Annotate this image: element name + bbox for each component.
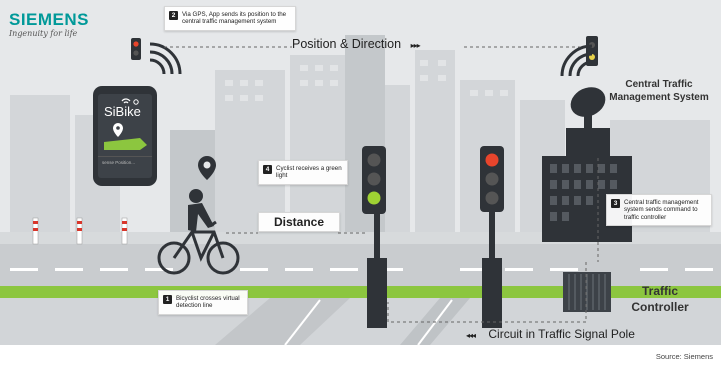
bike-lane <box>0 286 721 298</box>
traffic-controller-box <box>563 272 611 312</box>
central-system-label: Central Traffic Management System <box>609 79 709 103</box>
signal-tower-right <box>560 36 598 77</box>
phone-bottom-text: sense Position... <box>102 160 136 165</box>
brand-tagline: Ingenuity for life <box>9 29 78 38</box>
phone-app-name: SiBike <box>104 104 141 119</box>
distance-label: Distance <box>258 212 340 232</box>
central-building <box>542 87 632 242</box>
wifi-icon <box>121 98 131 102</box>
step-text: Via GPS, App sends its position to the c… <box>182 11 287 26</box>
bollards <box>32 217 128 245</box>
step-number: 2 <box>169 11 178 20</box>
signal-tower-left <box>131 38 182 75</box>
sidewalk <box>0 232 721 244</box>
circuit-label: ◂◂◂ Circuit in Traffic Signal Pole <box>466 327 635 341</box>
crossing-road <box>215 298 350 345</box>
location-pin-icon <box>113 123 123 137</box>
step-number: 4 <box>263 165 272 174</box>
step-text: Central traffic management system sends … <box>624 199 699 221</box>
signal-waves-icon <box>576 60 593 77</box>
step-text: Bicyclist crosses virtual detection line <box>176 295 240 310</box>
step-3-callout: 3 Central traffic management system send… <box>606 194 712 227</box>
dashed-connectors <box>164 46 599 323</box>
step-2-callout: 2 Via GPS, App sends its position to the… <box>164 6 296 31</box>
arrows-right-icon: ▸▸▸ <box>410 41 421 50</box>
building-windows <box>225 60 508 101</box>
signal-waves-icon <box>149 58 166 75</box>
source-credit: Source: Siemens <box>655 352 713 361</box>
step-4-callout: 4 Cyclist receives a green light <box>258 160 348 185</box>
arrows-left-icon: ◂◂◂ <box>466 331 476 340</box>
cyclist-figure <box>188 189 214 232</box>
bicycle-icon <box>157 220 240 275</box>
brand-logo: SIEMENS Ingenuity for life <box>9 11 89 39</box>
traffic-controller-label: Traffic Controller <box>631 284 689 314</box>
traffic-light-green <box>362 146 387 328</box>
traffic-light-red <box>480 146 504 328</box>
step-number: 3 <box>611 199 620 208</box>
lane-markings <box>10 268 713 271</box>
smartphone <box>93 86 157 186</box>
step-1-callout: 1 Bicyclist crosses virtual detection li… <box>158 290 248 315</box>
position-direction-text: Position & Direction <box>292 37 402 51</box>
circuit-text: Circuit in Traffic Signal Pole <box>488 327 635 341</box>
position-direction-label: Position & Direction ▸▸▸ <box>292 37 421 51</box>
direction-arrow-icon <box>104 138 147 150</box>
satellite-dish-icon <box>570 87 606 117</box>
step-number: 1 <box>163 295 172 304</box>
brand-name: SIEMENS <box>9 10 90 29</box>
step-text: Cyclist receives a green light <box>276 165 342 180</box>
